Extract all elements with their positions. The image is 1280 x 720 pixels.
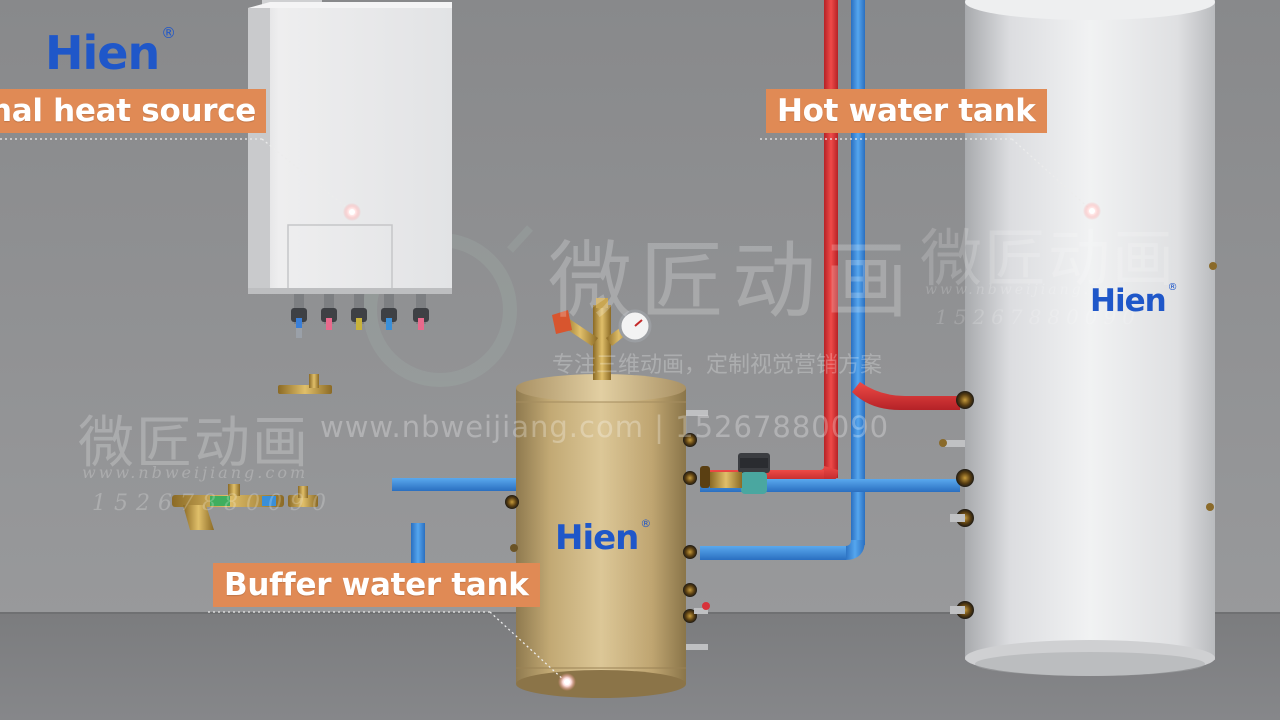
callout-label: Hot water tank [777, 93, 1036, 129]
callout-label: External heat source [0, 93, 256, 129]
registered-mark: ® [1167, 282, 1178, 294]
boiler-valve-1 [291, 294, 307, 338]
buffer-valve-assembly [552, 298, 652, 380]
watermark-phone-right: 15267880090 [935, 305, 1141, 329]
brand-name: Hien [555, 518, 639, 558]
watermark-large-right: 微匠动画 [920, 222, 1177, 295]
watermark-url-left: www.nbweijiang.com [82, 463, 309, 482]
watermark-slogan: 专注三维动画，定制视觉营销方案 [552, 353, 883, 378]
boiler-valves [291, 294, 429, 338]
watermark-contact: www.nbweijiang.com | 15267880090 [320, 410, 890, 444]
circulation-pump [700, 453, 770, 494]
callout-leaders [0, 138, 1093, 683]
watermark-url-right: www.nbweijiang.com [925, 282, 1130, 298]
boiler-unit [248, 0, 452, 294]
buffer-water-tank [505, 374, 710, 698]
cold-pipe-lower [700, 546, 846, 560]
brand-logo-buffer-tank: Hien® [555, 516, 651, 558]
boiler-valve-3 [351, 294, 367, 330]
callout-hot-water-tank: Hot water tank [766, 89, 1047, 133]
brand-logo-hot-tank: Hien® [1090, 282, 1178, 319]
registered-mark: ® [161, 24, 176, 42]
boiler-valve-5 [413, 294, 429, 330]
cold-pipe-main [392, 478, 516, 491]
watermark-phone-left: 15267880090 [92, 491, 334, 516]
boiler-valve-2 [321, 294, 337, 330]
watermark-large: 微匠动画 [548, 232, 917, 330]
watermark-left: 微匠动画 [78, 411, 310, 476]
brass-fittings-left [172, 374, 332, 530]
cold-pipe-vertical [851, 0, 865, 545]
callout-buffer-water-tank: Buffer water tank [213, 563, 540, 607]
brand-name: Hien [1090, 283, 1167, 319]
callout-label: Buffer water tank [224, 567, 529, 603]
callout-external-heat-source: External heat source [0, 89, 266, 133]
registered-mark: ® [640, 516, 651, 530]
callout-dots [343, 202, 1101, 691]
brand-logo-corner: Hien® [45, 24, 176, 80]
boiler-valve-4 [381, 294, 397, 330]
brand-name: Hien [45, 26, 160, 80]
